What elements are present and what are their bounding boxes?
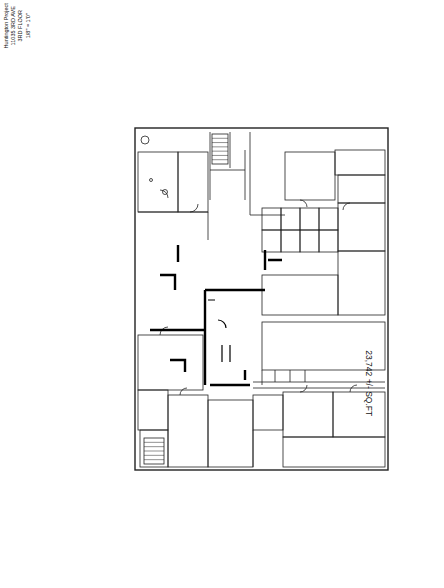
scale-note: 1/8" = 1'0"	[25, 14, 31, 39]
stair-tread	[144, 455, 164, 456]
stair-tread	[144, 451, 164, 452]
stair-tread	[212, 159, 228, 160]
stair-tread	[144, 446, 164, 447]
stair-tread	[212, 138, 228, 139]
stair-tread	[212, 146, 228, 147]
stair-tread	[212, 155, 228, 156]
area-note: 23,742 +/- SQ.FT	[365, 350, 374, 416]
office-room	[319, 230, 338, 252]
stair-tread	[212, 151, 228, 152]
office-room	[319, 208, 338, 230]
office-room	[281, 208, 300, 230]
floor-name: 3RD FLOOR	[18, 10, 24, 41]
office-room	[300, 230, 319, 252]
stair-outline	[144, 438, 164, 464]
stair-outline	[212, 134, 228, 164]
address: 11035 3RD AVE	[11, 6, 17, 45]
office-room	[262, 208, 281, 230]
office-room	[262, 230, 281, 252]
stair-tread	[212, 142, 228, 143]
office-room	[300, 208, 319, 230]
project-name: Huntington Project	[4, 3, 10, 48]
office-room	[281, 230, 300, 252]
stair-tread	[144, 442, 164, 443]
stair-tread	[144, 459, 164, 460]
